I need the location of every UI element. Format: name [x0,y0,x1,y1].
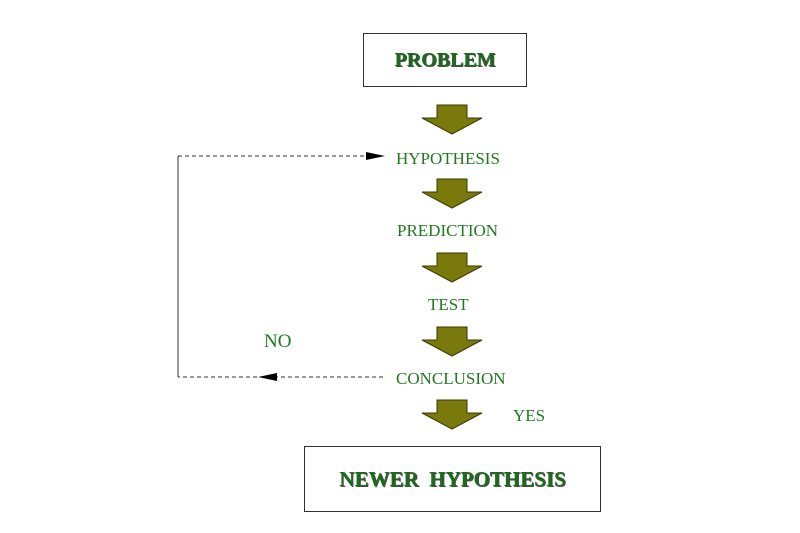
no-loop-right-arrowhead [366,152,385,160]
no-branch-label: NO [264,331,292,352]
problem-box: PROBLEM [363,33,527,87]
conclusion-label: CONCLUSION [396,369,506,388]
problem-label: PROBLEM [394,48,496,71]
down-arrow-prediction-to-test [421,252,483,283]
hypothesis-label: HYPOTHESIS [396,149,500,168]
down-arrow-test-to-conclusion [421,326,483,357]
yes-branch-label: YES [513,406,546,425]
newer-hypothesis-label: NEWER HYPOTHESIS [339,466,566,491]
test-label: TEST [428,295,469,314]
no-loop-left-arrowhead [258,373,277,381]
down-arrow-hypothesis-to-prediction [421,178,483,209]
prediction-label: PREDICTION [397,221,499,240]
down-arrow-problem-to-hypothesis [421,104,483,135]
newer-hypothesis-box: NEWER HYPOTHESIS [304,446,601,512]
down-arrow-conclusion-to-newer-hypothesis [421,399,483,430]
